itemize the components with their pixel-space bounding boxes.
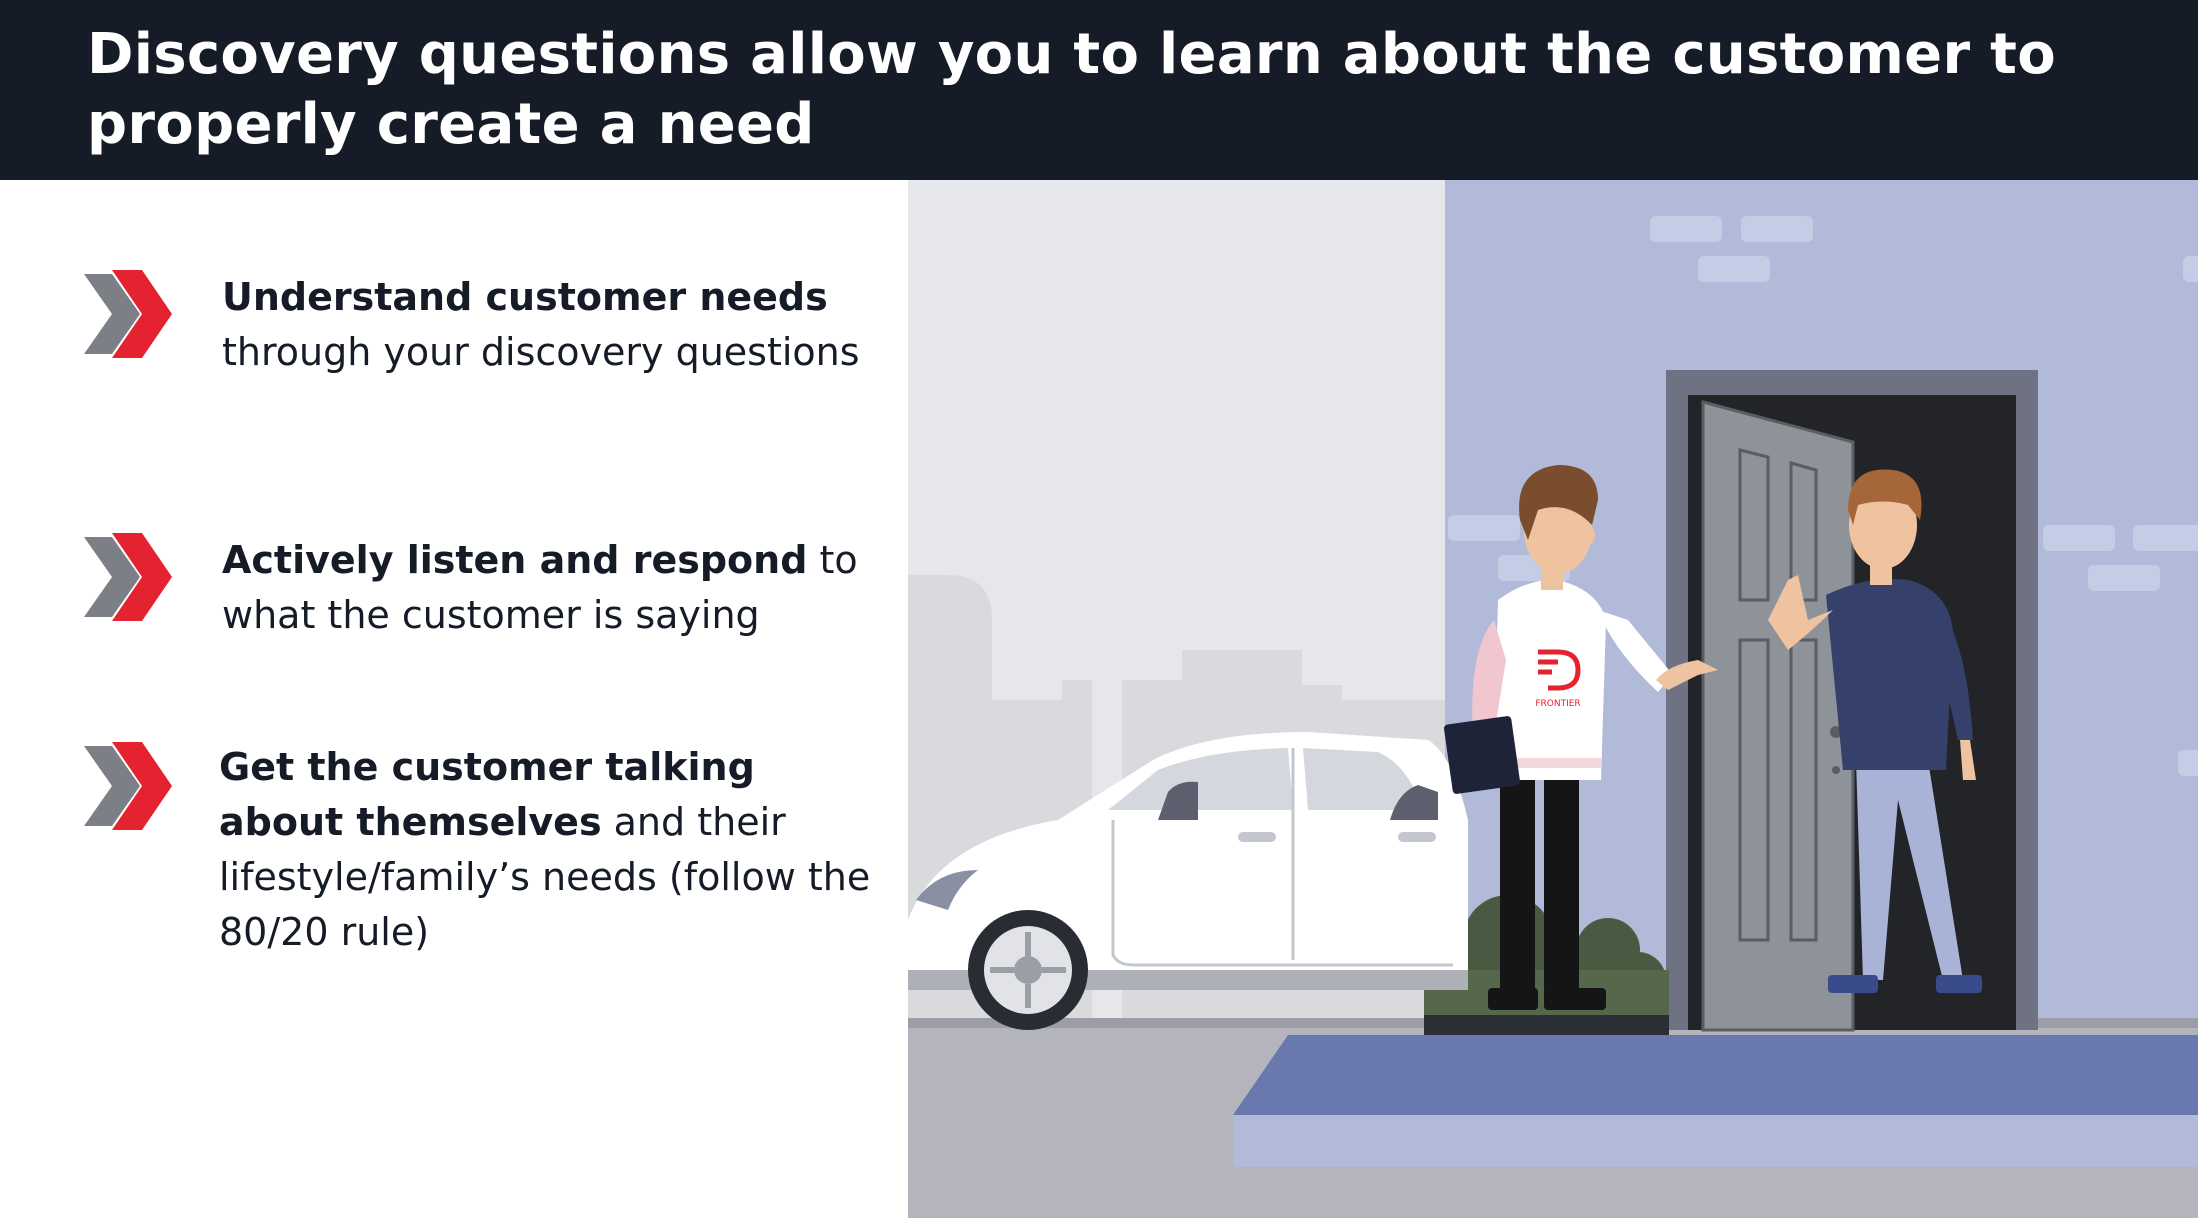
porch-top bbox=[1233, 1035, 2198, 1115]
frontier-logo-icon bbox=[1538, 649, 1581, 691]
door-panels bbox=[1738, 448, 1818, 942]
bullet-bold-text: Actively listen and respond bbox=[222, 538, 808, 582]
bullet-text: Actively listen and respond to what the … bbox=[222, 533, 902, 643]
chevron-icon bbox=[84, 742, 172, 830]
chevron-icon bbox=[84, 533, 172, 621]
bullet-bold-text: Understand customer needs bbox=[222, 275, 828, 319]
door-to-door-illustration: FRONTIER bbox=[908, 180, 2198, 1218]
bullet-rest-text: to what the customer is saying bbox=[222, 538, 858, 637]
customer bbox=[1768, 469, 1982, 993]
planter bbox=[1424, 1015, 1669, 1035]
bullet-text: Understand customer needs through your d… bbox=[222, 270, 882, 380]
door-knob bbox=[1830, 726, 1842, 738]
bullet-text: Get the customer talking about themselve… bbox=[219, 740, 879, 960]
open-door bbox=[1701, 400, 1855, 1032]
bullet-list: Understand customer needs through your d… bbox=[0, 180, 908, 1218]
page-title: Discovery questions allow you to learn a… bbox=[87, 22, 2057, 157]
bullet-rest-text: through your discovery questions bbox=[222, 330, 860, 374]
wall-bricks bbox=[1448, 216, 2198, 776]
shirt-logo-text: FRONTIER bbox=[1535, 699, 1580, 709]
porch-step bbox=[1233, 1115, 2198, 1167]
title-bar: Discovery questions allow you to learn a… bbox=[0, 0, 2198, 180]
salesperson: FRONTIER bbox=[1443, 465, 1718, 1010]
chevron-icon bbox=[84, 270, 172, 358]
bullet-bold-text: Get the customer talking about themselve… bbox=[219, 745, 755, 844]
car bbox=[908, 732, 1468, 1030]
bullet-rest-text: and their lifestyle/family’s needs (foll… bbox=[219, 800, 871, 954]
